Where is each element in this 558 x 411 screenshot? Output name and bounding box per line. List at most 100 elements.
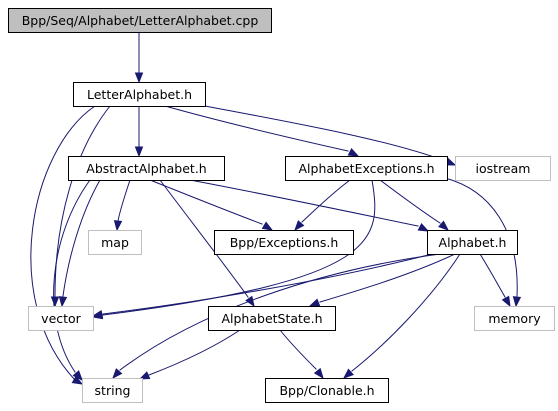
- node-clonable[interactable]: Bpp/Clonable.h: [265, 378, 389, 403]
- edge-letter-to-string: [30, 105, 96, 385]
- edge-line: [62, 179, 101, 297]
- edge-alphexc-to-alphabet: [379, 179, 450, 231]
- edge-line: [102, 253, 433, 315]
- edge-arrowhead: [417, 222, 430, 232]
- edge-arrowhead: [347, 147, 360, 157]
- edge-line: [148, 329, 241, 376]
- edge-letter-to-alphexc: [164, 105, 360, 157]
- node-box: [73, 82, 206, 107]
- edge-line: [279, 329, 317, 370]
- edge-line: [54, 105, 111, 297]
- node-label: Bpp/Clonable.h: [279, 383, 374, 398]
- edge-line: [117, 179, 131, 222]
- node-box: [474, 306, 555, 331]
- node-label: Alphabet.h: [439, 235, 507, 250]
- edge-alphabet-to-clonable: [342, 253, 461, 379]
- edge-abstract-to-map: [113, 179, 131, 232]
- node-root[interactable]: Bpp/Seq/Alphabet/LetterAlphabet.cpp: [8, 8, 272, 33]
- edge-arrowhead: [134, 146, 144, 158]
- node-label: string: [95, 383, 131, 398]
- edge-letter-to-abstract: [134, 106, 144, 158]
- edge-line: [444, 177, 518, 297]
- edge-line: [102, 179, 376, 316]
- node-box: [82, 378, 143, 403]
- node-box: [68, 156, 225, 181]
- node-label: Bpp/Exceptions.h: [230, 235, 339, 250]
- edge-arrowhead: [112, 368, 123, 380]
- edge-arrowhead: [308, 298, 321, 307]
- node-abstract[interactable]: AbstractAlphabet.h: [68, 156, 225, 181]
- node-memory: memory: [474, 306, 555, 331]
- edge-arrowhead: [50, 296, 60, 308]
- edge-arrowhead: [501, 295, 511, 308]
- edge-line: [119, 253, 441, 371]
- edge-arrowhead: [313, 367, 324, 380]
- node-box: [28, 306, 94, 331]
- edge-line: [319, 253, 456, 303]
- node-label: iostream: [476, 161, 531, 176]
- node-alphexc[interactable]: AlphabetExceptions.h: [285, 156, 448, 181]
- node-label: map: [101, 235, 129, 250]
- edge-alphabet-to-string: [112, 253, 441, 380]
- nodes-layer: Bpp/Seq/Alphabet/LetterAlphabet.cppLette…: [8, 8, 555, 403]
- edge-arrowhead: [113, 220, 123, 232]
- edge-abstract-to-alphabet: [189, 179, 430, 232]
- edge-arrowhead: [138, 371, 151, 380]
- node-box: [265, 378, 389, 403]
- node-bppexc[interactable]: Bpp/Exceptions.h: [214, 230, 354, 255]
- node-label: memory: [488, 311, 541, 326]
- node-label: AlphabetExceptions.h: [299, 161, 435, 176]
- node-string: string: [82, 378, 143, 403]
- node-box: [88, 230, 142, 255]
- edge-alphabet-to-vector: [91, 253, 433, 319]
- edge-line: [189, 179, 419, 227]
- edge-arrowhead: [342, 368, 354, 379]
- node-label: Bpp/Seq/Alphabet/LetterAlphabet.cpp: [22, 13, 259, 28]
- node-box: [455, 156, 551, 181]
- node-box: [8, 8, 272, 33]
- edge-alphexc-to-memory: [444, 177, 522, 308]
- edge-arrowhead: [72, 370, 83, 382]
- node-map: map: [88, 230, 142, 255]
- edge-root-to-letter: [134, 32, 144, 84]
- node-box: [208, 306, 336, 331]
- edge-arrowhead: [58, 296, 68, 308]
- node-label: AbstractAlphabet.h: [86, 161, 206, 176]
- edge-arrowhead: [71, 375, 84, 385]
- node-letter[interactable]: LetterAlphabet.h: [73, 82, 206, 107]
- edge-line: [30, 105, 96, 381]
- node-box: [214, 230, 354, 255]
- edge-arrowhead: [294, 220, 305, 232]
- node-label: LetterAlphabet.h: [87, 87, 192, 102]
- edge-line: [53, 179, 91, 373]
- edge-alphexc-to-bppexc: [294, 179, 351, 232]
- edge-arrowhead: [438, 220, 450, 231]
- edge-abstract-to-vector: [58, 179, 101, 308]
- node-box: [427, 230, 518, 255]
- edge-alphabet-to-state: [308, 253, 456, 307]
- edge-alphabet-to-memory: [479, 253, 511, 308]
- node-alphabet[interactable]: Alphabet.h: [427, 230, 518, 255]
- edge-abstract-to-bppexc: [149, 179, 274, 231]
- edge-arrowhead: [512, 296, 522, 308]
- edge-line: [301, 179, 351, 223]
- edge-state-to-string: [138, 329, 241, 380]
- edge-abstract-to-string: [53, 179, 91, 382]
- edge-line: [379, 179, 441, 224]
- edge-arrowhead: [134, 72, 144, 84]
- edge-letter-to-vector: [50, 105, 111, 308]
- edge-line: [204, 105, 446, 162]
- node-vector: vector: [28, 306, 94, 331]
- edge-line: [351, 253, 461, 372]
- edge-line: [479, 253, 506, 298]
- node-iostream: iostream: [455, 156, 551, 181]
- edge-line: [164, 105, 349, 152]
- node-label: vector: [41, 311, 82, 326]
- node-box: [285, 156, 448, 181]
- edge-arrowhead: [261, 221, 274, 231]
- node-state[interactable]: AlphabetState.h: [208, 306, 336, 331]
- edge-state-to-clonable: [279, 329, 324, 380]
- edge-line: [149, 179, 263, 225]
- node-label: AlphabetState.h: [221, 311, 322, 326]
